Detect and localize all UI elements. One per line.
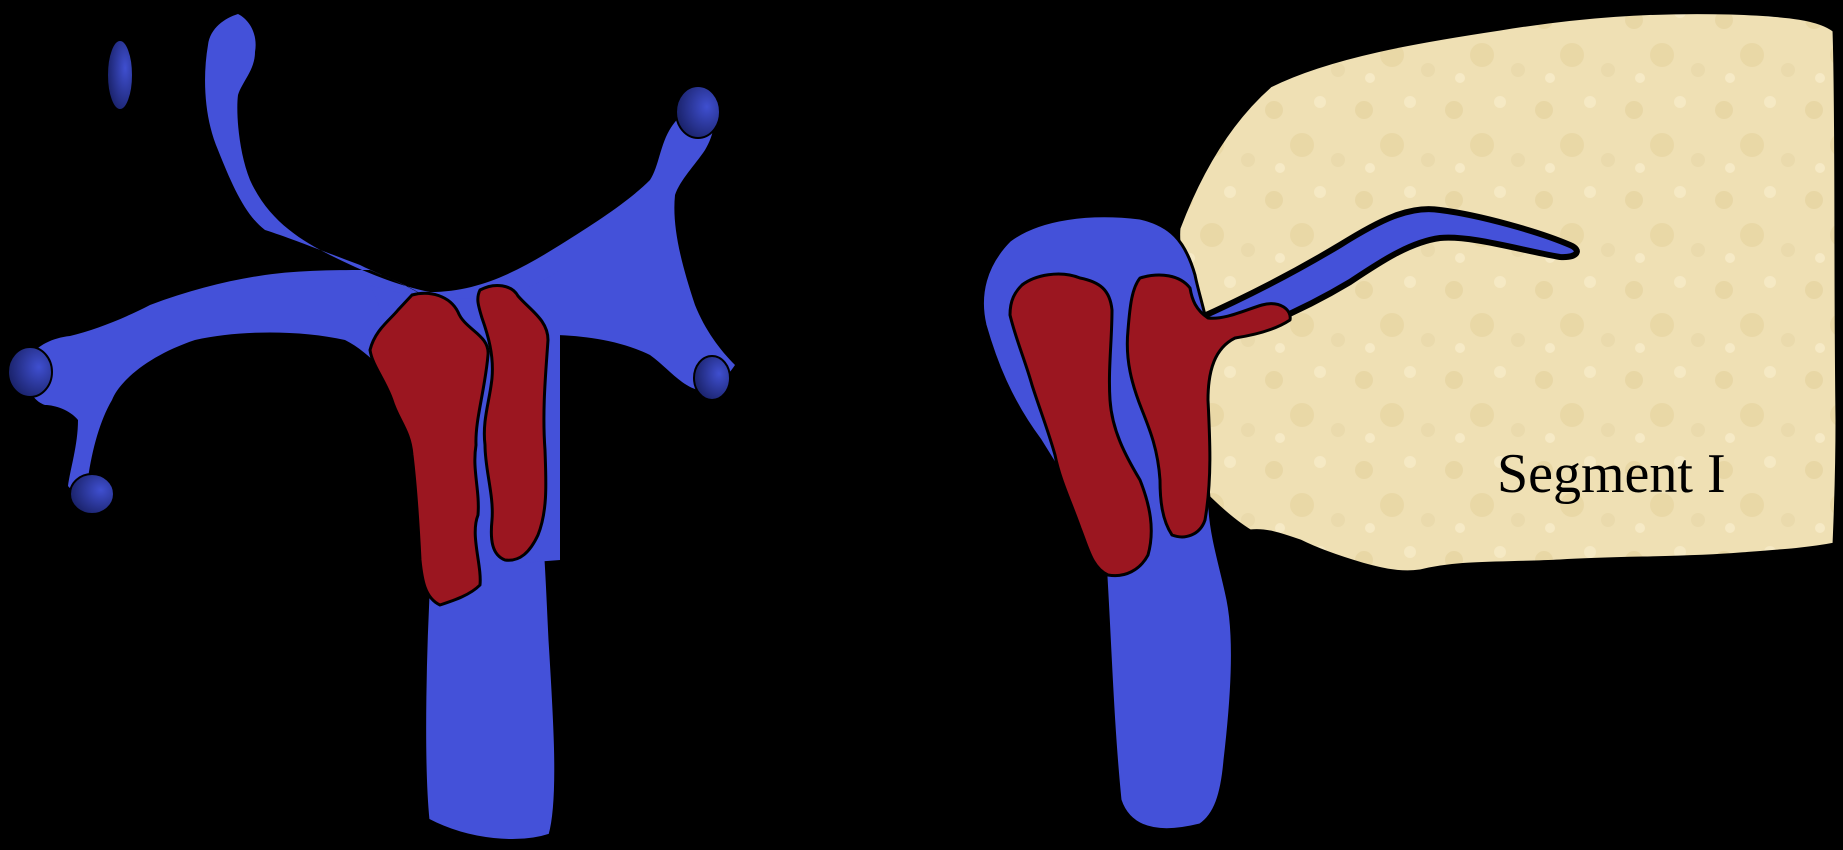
left-middle-stub: [8, 347, 52, 397]
left-upper-stub: [107, 40, 133, 110]
left-lower-stub: [70, 474, 114, 514]
right-upper-stub: [676, 86, 720, 138]
right-lower-stub: [694, 356, 730, 400]
segment-label: Segment I: [1497, 443, 1726, 505]
